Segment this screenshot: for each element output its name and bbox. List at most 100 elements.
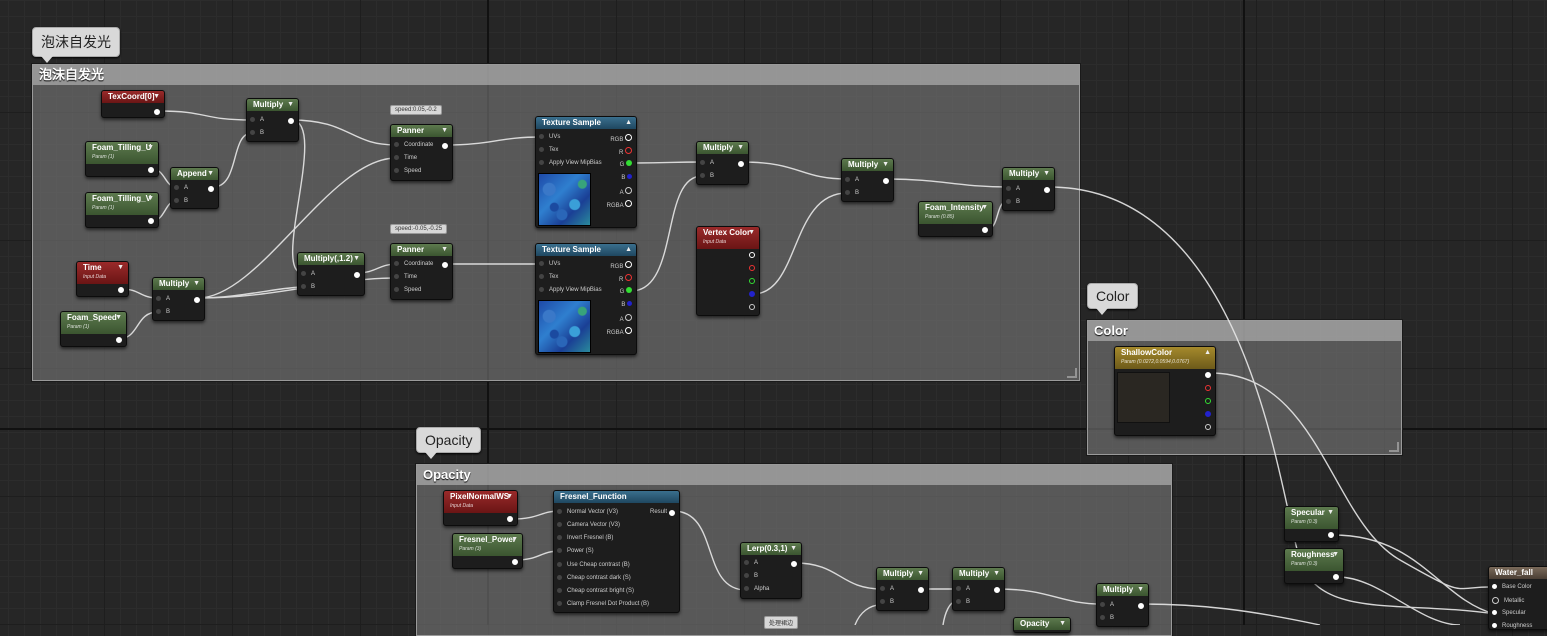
node-multiply-8[interactable]: Multiply▼ A B <box>1096 583 1149 627</box>
output-pin[interactable] <box>1333 574 1339 580</box>
output-pin[interactable] <box>354 272 360 278</box>
output-pin-r[interactable]: R <box>619 147 632 156</box>
input-pin-b[interactable]: B <box>956 599 970 605</box>
input-pin-a[interactable]: A <box>1006 186 1020 192</box>
input-pin-metallic[interactable]: Metallic <box>1492 597 1524 604</box>
resize-handle[interactable] <box>1067 368 1077 378</box>
collapse-arrow-icon[interactable]: ▼ <box>115 314 122 321</box>
output-pin[interactable] <box>738 161 744 167</box>
input-pin-invert-fresnel[interactable]: Invert Fresnel (B) <box>557 535 613 541</box>
input-pin-b[interactable]: B <box>1006 199 1020 205</box>
output-pin-a[interactable] <box>749 304 755 310</box>
output-pin-rgba[interactable]: RGBA <box>607 200 632 209</box>
input-pin-speed[interactable]: Speed <box>394 168 421 174</box>
input-pin-coordinate[interactable]: Coordinate <box>394 142 433 148</box>
comment-bubble-opacity[interactable]: Opacity <box>416 427 482 459</box>
output-pin-g[interactable] <box>749 278 755 284</box>
output-pin-g[interactable] <box>1205 398 1211 404</box>
collapse-arrow-icon[interactable]: ▼ <box>147 144 154 151</box>
input-pin-b[interactable]: B <box>880 599 894 605</box>
output-pin-rgb[interactable]: RGB <box>610 134 632 143</box>
comment-bubble-foam[interactable]: 泡沫自发光 <box>32 27 120 63</box>
collapse-arrow-icon[interactable]: ▼ <box>287 101 294 108</box>
output-pin-r[interactable]: R <box>619 274 632 283</box>
collapse-arrow-icon[interactable]: ▼ <box>882 161 889 168</box>
node-fresnel-function[interactable]: Fresnel_Function Normal Vector (V3) Came… <box>553 490 680 613</box>
node-multiply-5[interactable]: Multiply▼ A B <box>152 277 205 321</box>
collapse-arrow-icon[interactable]: ▼ <box>1332 551 1339 558</box>
output-pin-b[interactable] <box>1205 411 1211 417</box>
node-multiply-1[interactable]: Multiply▼ A B <box>246 98 299 142</box>
node-texture-sample-2[interactable]: Texture Sample▲ UVs Tex Apply View MipBi… <box>535 243 637 355</box>
input-pin-time[interactable]: Time <box>394 274 417 280</box>
collapse-arrow-icon[interactable]: ▼ <box>207 170 214 177</box>
collapse-arrow-icon[interactable]: ▼ <box>147 195 154 202</box>
input-pin-a[interactable]: A <box>1100 602 1114 608</box>
input-pin-a[interactable]: A <box>744 560 758 566</box>
output-pin-g[interactable]: G <box>620 160 632 168</box>
input-pin-roughness[interactable]: Roughness <box>1492 623 1532 629</box>
input-pin-a[interactable]: A <box>845 177 859 183</box>
output-pin-rgb[interactable] <box>1205 372 1211 378</box>
input-pin-mipbias[interactable]: Apply View MipBias <box>539 160 602 166</box>
output-pin[interactable] <box>288 118 294 124</box>
input-pin-specular[interactable]: Specular <box>1492 610 1526 616</box>
node-multiply-7[interactable]: Multiply▼ A B <box>952 567 1005 611</box>
input-pin-clamp-fresnel[interactable]: Clamp Fresnel Dot Product (B) <box>557 601 649 607</box>
input-pin-use-cheap-contrast[interactable]: Use Cheap contrast (B) <box>557 562 630 568</box>
node-multiply-6[interactable]: Multiply▼ A B <box>876 567 929 611</box>
collapse-arrow-icon[interactable]: ▼ <box>748 229 755 236</box>
input-pin-b[interactable]: B <box>156 309 170 315</box>
output-pin[interactable] <box>982 227 988 233</box>
collapse-arrow-icon[interactable]: ▼ <box>506 493 513 500</box>
input-pin-a[interactable]: A <box>880 586 894 592</box>
node-lerp[interactable]: Lerp(0.3,1)▼ A B Alpha <box>740 542 802 599</box>
input-pin-tex[interactable]: Tex <box>539 147 558 153</box>
input-pin-b[interactable]: B <box>744 573 758 579</box>
collapse-arrow-icon[interactable]: ▼ <box>1059 620 1066 627</box>
input-pin-b[interactable]: B <box>174 198 188 204</box>
output-pin[interactable] <box>194 297 200 303</box>
input-pin-a[interactable]: A <box>700 160 714 166</box>
input-pin-b[interactable]: B <box>845 190 859 196</box>
output-pin-r[interactable] <box>1205 385 1211 391</box>
output-pin[interactable] <box>442 143 448 149</box>
output-pin-rgba[interactable]: RGBA <box>607 327 632 336</box>
collapse-arrow-icon[interactable]: ▼ <box>917 570 924 577</box>
node-multiply-2[interactable]: Multiply▼ A B <box>696 141 749 185</box>
output-pin-b[interactable]: B <box>621 174 632 181</box>
output-pin[interactable] <box>883 178 889 184</box>
output-pin[interactable] <box>918 587 924 593</box>
output-pin[interactable] <box>791 561 797 567</box>
collapse-arrow-icon[interactable]: ▼ <box>1043 170 1050 177</box>
output-pin-b[interactable] <box>749 291 755 297</box>
input-pin-alpha[interactable]: Alpha <box>744 586 769 592</box>
collapse-arrow-icon[interactable]: ▲ <box>625 119 632 126</box>
output-pin-rgb[interactable]: RGB <box>610 261 632 270</box>
collapse-arrow-icon[interactable]: ▼ <box>353 255 360 262</box>
input-pin-uvs[interactable]: UVs <box>539 134 560 140</box>
output-pin[interactable] <box>116 337 122 343</box>
collapse-arrow-icon[interactable]: ▼ <box>153 93 160 100</box>
input-pin-mipbias[interactable]: Apply View MipBias <box>539 287 602 293</box>
output-pin-a[interactable]: A <box>620 314 632 323</box>
input-pin-a[interactable]: A <box>156 296 170 302</box>
input-pin-time[interactable]: Time <box>394 155 417 161</box>
output-pin[interactable] <box>994 587 1000 593</box>
node-multiply-3[interactable]: Multiply▼ A B <box>841 158 894 202</box>
node-texcoord[interactable]: TexCoord[0]▼ <box>101 90 165 118</box>
output-pin-a[interactable]: A <box>620 187 632 196</box>
resize-handle[interactable] <box>1389 442 1399 452</box>
comment-bubble-color[interactable]: Color <box>1087 283 1139 315</box>
output-pin[interactable] <box>1044 187 1050 193</box>
output-pin-rgb[interactable] <box>749 252 755 258</box>
output-pin[interactable] <box>148 218 154 224</box>
